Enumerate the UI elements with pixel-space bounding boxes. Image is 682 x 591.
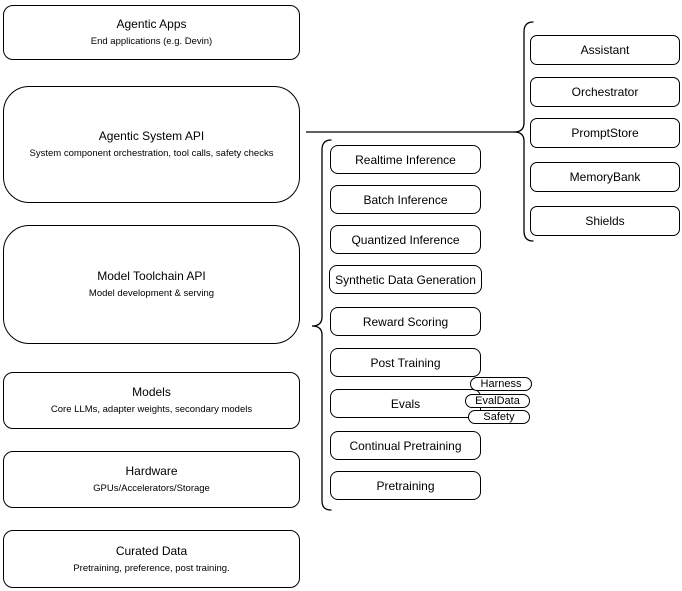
system-component-label: Orchestrator [571,85,639,99]
layer-hardware: Hardware GPUs/Accelerators/Storage [3,451,300,508]
evals-tag-label: EvalData [475,395,520,407]
layer-subtitle: End applications (e.g. Devin) [90,36,213,48]
toolchain-item-label: Reward Scoring [362,314,449,329]
toolchain-item-reward-scoring: Reward Scoring [330,307,481,336]
layer-subtitle: Pretraining, preference, post training. [73,562,230,574]
system-component-label: Assistant [580,43,630,57]
layer-subtitle: Model development & serving [88,288,215,300]
toolchain-item-label: Continual Pretraining [349,438,462,453]
system-component-label: MemoryBank [569,170,641,184]
toolchain-item-continual-pretraining: Continual Pretraining [330,431,481,460]
toolchain-item-realtime-inference: Realtime Inference [330,145,481,174]
system-component-assistant: Assistant [530,35,680,65]
system-component-label: Shields [585,214,625,228]
toolchain-item-label: Quantized Inference [351,232,460,247]
layer-title: Curated Data [115,543,188,558]
layer-title: Models [132,385,171,400]
system-component-promptstore: PromptStore [530,118,680,148]
evals-tag-label: Harness [480,378,522,390]
toolchain-item-post-training: Post Training [330,348,481,377]
toolchain-item-evals: Evals [330,389,481,418]
toolchain-item-label: Post Training [370,355,441,370]
toolchain-item-quantized-inference: Quantized Inference [330,225,481,254]
system-component-shields: Shields [530,206,680,236]
layer-agentic-system-api: Agentic System API System component orch… [3,86,300,203]
toolchain-item-pretraining: Pretraining [330,471,481,500]
evals-tag-evaldata: EvalData [465,394,530,408]
toolchain-item-label: Realtime Inference [355,152,456,167]
layer-title: Agentic Apps [116,17,187,32]
layer-models: Models Core LLMs, adapter weights, secon… [3,372,300,429]
layer-agentic-apps: Agentic Apps End applications (e.g. Devi… [3,5,300,60]
toolchain-item-label: Pretraining [376,478,435,493]
layer-title: Model Toolchain API [97,269,206,284]
evals-tag-harness: Harness [470,377,532,391]
system-component-memorybank: MemoryBank [530,162,680,192]
system-component-orchestrator: Orchestrator [530,77,680,107]
evals-tag-label: Safety [483,411,515,423]
toolchain-item-label: Synthetic Data Generation [335,272,476,287]
toolchain-item-batch-inference: Batch Inference [330,185,481,214]
toolchain-brace [311,139,332,511]
toolchain-item-label: Evals [390,396,421,411]
evals-tag-safety: Safety [468,410,530,424]
layer-model-toolchain-api: Model Toolchain API Model development & … [3,225,300,344]
system-component-label: PromptStore [571,126,639,140]
toolchain-item-label: Batch Inference [363,192,448,207]
layer-curated-data: Curated Data Pretraining, preference, po… [3,530,300,588]
layer-subtitle: Core LLMs, adapter weights, secondary mo… [50,404,253,416]
toolchain-item-synthetic-data-generation: Synthetic Data Generation [329,265,482,294]
layer-subtitle: GPUs/Accelerators/Storage [93,483,210,495]
layer-subtitle: System component orchestration, tool cal… [29,148,274,160]
layer-title: Agentic System API [98,129,205,144]
layer-title: Hardware [125,464,178,479]
